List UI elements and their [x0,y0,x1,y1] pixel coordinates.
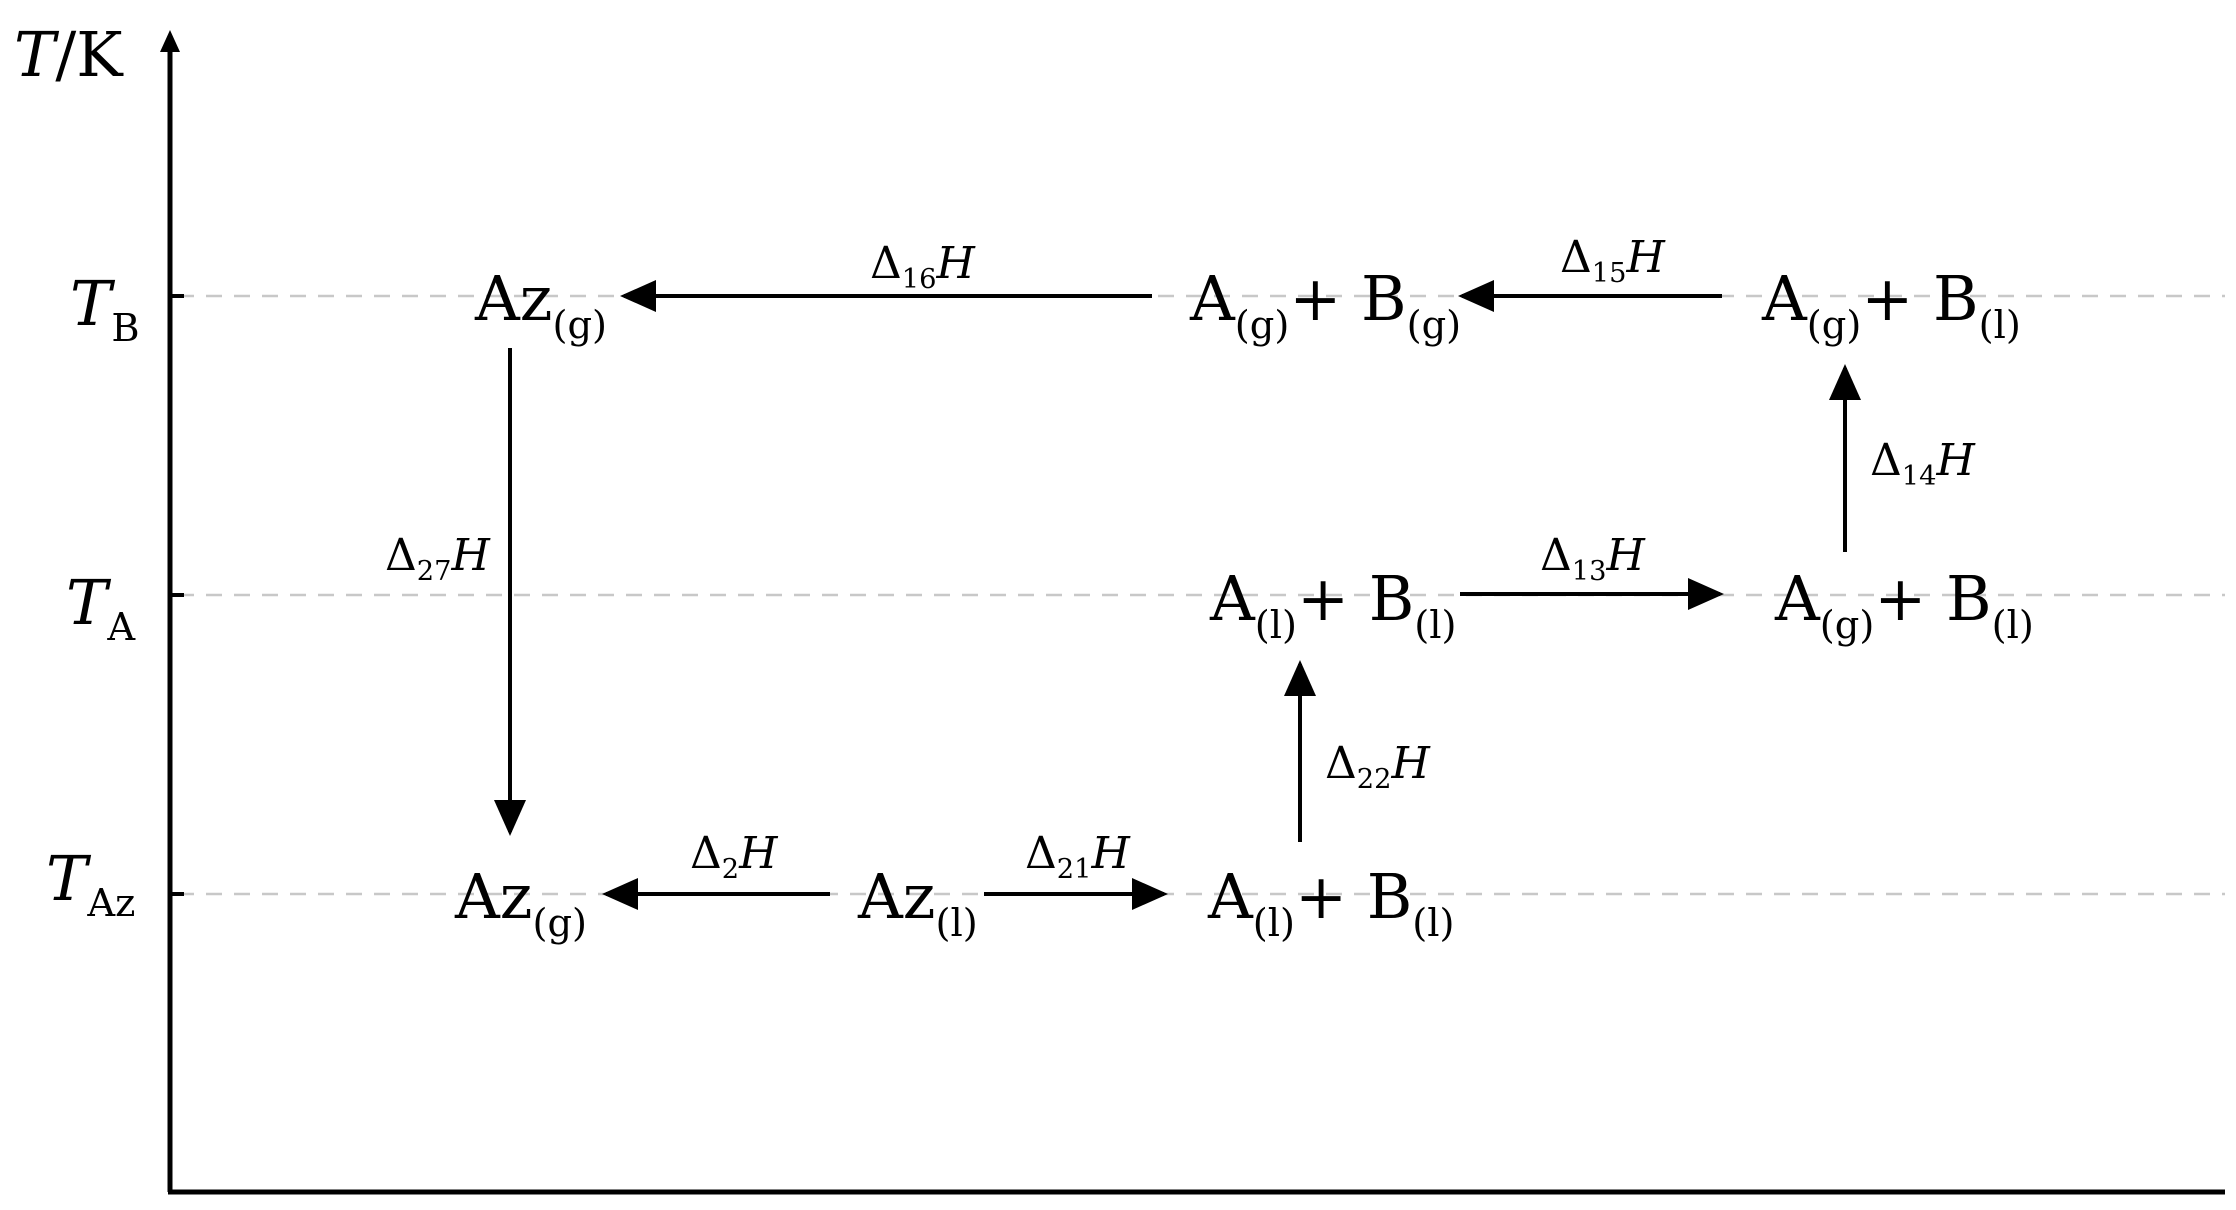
level-label-taz: TAz [46,842,135,926]
level-label-ta: TA [66,566,136,650]
y-axis-label: T/K [14,18,124,91]
species-ag-bl-tb: A(g)+ B(l) [1761,262,2021,348]
y-axis-label-unit: /K [55,18,124,91]
species-ag-bg-tb: A(g)+ B(g) [1189,262,1461,348]
species-az-g-tb: Az(g) [474,262,607,348]
enthalpy-d14: Δ14H [1870,435,1976,492]
enthalpy-d16: Δ16H [870,238,976,295]
y-axis-label-var: T [14,18,60,91]
species-al-bl-taz: A(l)+ B(l) [1207,860,1455,946]
enthalpy-d27: Δ27H [385,530,491,587]
enthalpy-d2: Δ2H [690,828,779,885]
enthalpy-d13: Δ13H [1540,530,1646,587]
species-ag-bl-ta: A(g)+ B(l) [1774,562,2034,648]
species-al-bl-ta: A(l)+ B(l) [1209,562,1457,648]
species-az-l-taz: Az(l) [857,860,978,946]
y-axis-arrowhead [160,30,180,52]
enthalpy-d21: Δ21H [1025,828,1131,885]
enthalpy-d22: Δ22H [1325,738,1431,795]
species-az-g-taz: Az(g) [454,860,587,946]
enthalpy-d15: Δ15H [1560,232,1666,289]
level-label-tb: TB [70,267,140,351]
